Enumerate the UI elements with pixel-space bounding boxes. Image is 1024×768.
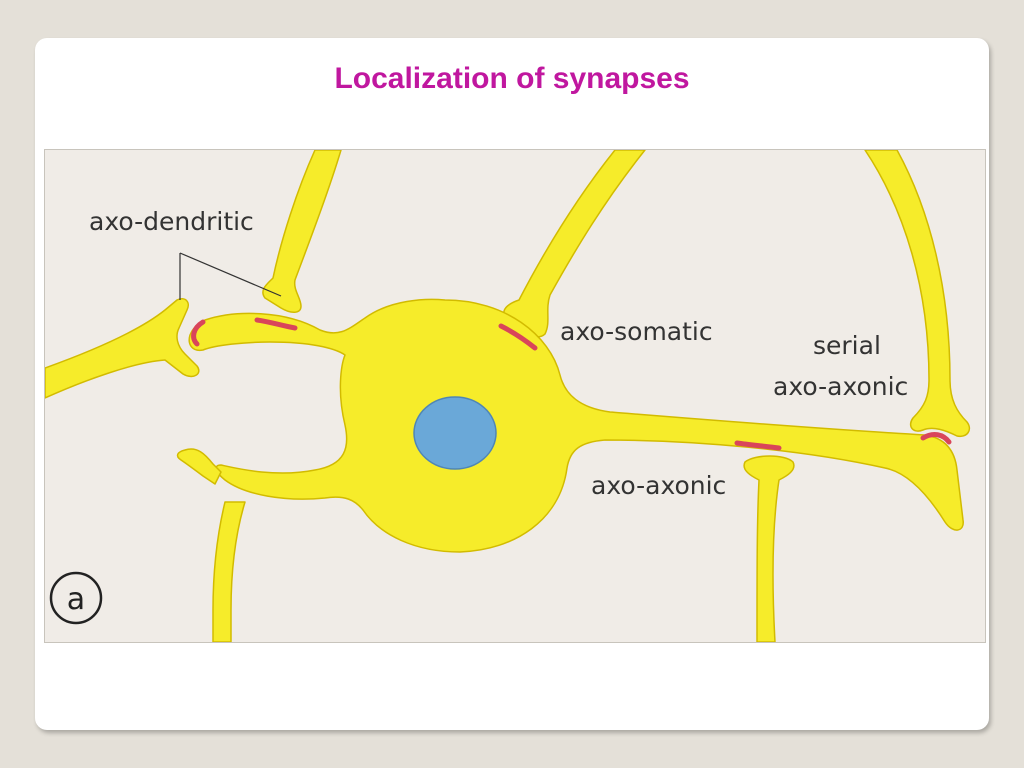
dendrite-lower-hook bbox=[176, 448, 222, 485]
label-axo-axonic: axo-axonic bbox=[591, 471, 726, 500]
axon-top-middle bbox=[503, 150, 646, 338]
axon-bottom bbox=[743, 455, 795, 642]
slide: Localization of synapses bbox=[35, 38, 989, 730]
synapse-diagram: axo-dendritic axo-somatic serial axo-axo… bbox=[44, 149, 986, 643]
synapse-axo-somatic bbox=[498, 323, 538, 351]
synapse-serial-axo-axonic bbox=[920, 432, 952, 445]
synapse-axo-axonic bbox=[734, 440, 782, 451]
slide-title: Localization of synapses bbox=[334, 62, 690, 95]
pointer-line-2 bbox=[179, 252, 282, 297]
axon-top-left bbox=[262, 150, 342, 313]
diagram-svg: axo-dendritic axo-somatic serial axo-axo… bbox=[45, 150, 971, 642]
panel-letter-circle bbox=[49, 571, 103, 625]
axon-right-arch bbox=[864, 150, 971, 438]
nucleus bbox=[413, 396, 497, 470]
synapse-axo-dendritic-1 bbox=[191, 319, 206, 347]
label-axo-dendritic: axo-dendritic bbox=[89, 207, 254, 236]
label-serial: serial bbox=[813, 331, 881, 360]
label-serial-axo-axonic: axo-axonic bbox=[773, 372, 908, 401]
panel-letter: a bbox=[67, 582, 85, 617]
synapse-axo-dendritic-2 bbox=[254, 317, 298, 331]
label-axo-somatic: axo-somatic bbox=[560, 317, 713, 346]
left-dendrite bbox=[45, 298, 200, 399]
dendrite-lower-left bbox=[212, 501, 246, 642]
neuron-body bbox=[188, 298, 964, 553]
